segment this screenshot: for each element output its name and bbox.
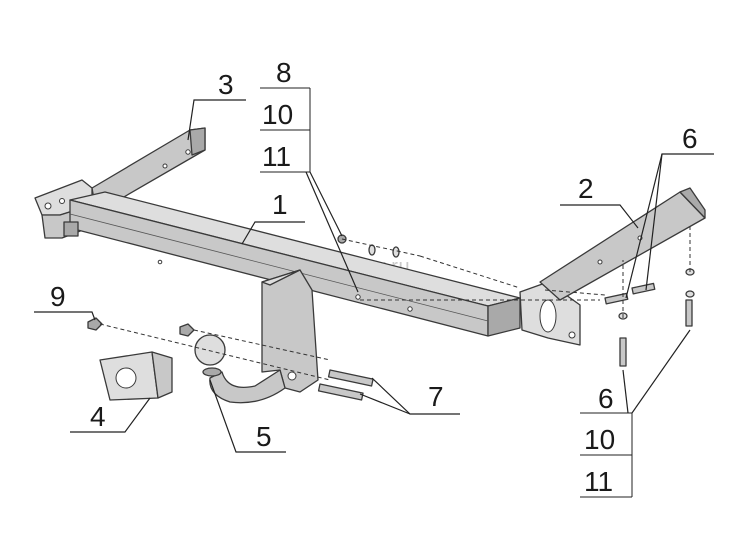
part-7-bolts bbox=[317, 369, 374, 401]
callout-label-10-top: 10 bbox=[262, 99, 293, 130]
callout-label-5: 5 bbox=[256, 421, 272, 452]
callout-label-3: 3 bbox=[218, 69, 234, 100]
right-fasteners bbox=[604, 268, 695, 367]
callout-table-bottom: 6 10 11 bbox=[580, 329, 691, 498]
callout-1: 1 bbox=[241, 189, 305, 245]
assembly-lines bbox=[99, 225, 691, 381]
callout-label-1: 1 bbox=[272, 189, 288, 220]
callout-5: 5 bbox=[209, 379, 286, 453]
callout-2: 2 bbox=[560, 173, 639, 229]
callout-table-top: 8 10 11 bbox=[260, 57, 359, 293]
callout-3: 3 bbox=[187, 69, 246, 141]
callout-label-2: 2 bbox=[578, 173, 594, 204]
callout-label-7: 7 bbox=[428, 381, 444, 412]
callout-6-top: 6 bbox=[625, 123, 714, 299]
callout-label-11-top: 11 bbox=[262, 141, 291, 172]
callout-label-6-top: 6 bbox=[682, 123, 698, 154]
part-4-socket-plate bbox=[99, 351, 173, 401]
part-5-ball-mount bbox=[194, 269, 319, 404]
callout-4: 4 bbox=[70, 397, 151, 433]
callout-label-10-bottom: 10 bbox=[584, 424, 615, 455]
part-3-left-bracket bbox=[91, 127, 206, 206]
callout-label-4: 4 bbox=[90, 401, 106, 432]
callout-label-9: 9 bbox=[50, 281, 66, 312]
callout-label-6-bottom: 6 bbox=[598, 383, 614, 414]
callout-7: 7 bbox=[359, 377, 460, 415]
callout-label-8: 8 bbox=[276, 57, 292, 88]
callout-label-11-bottom: 11 bbox=[584, 466, 613, 497]
part-9-nuts bbox=[87, 317, 195, 337]
callout-9: 9 bbox=[34, 281, 96, 321]
top-fasteners bbox=[337, 234, 400, 258]
